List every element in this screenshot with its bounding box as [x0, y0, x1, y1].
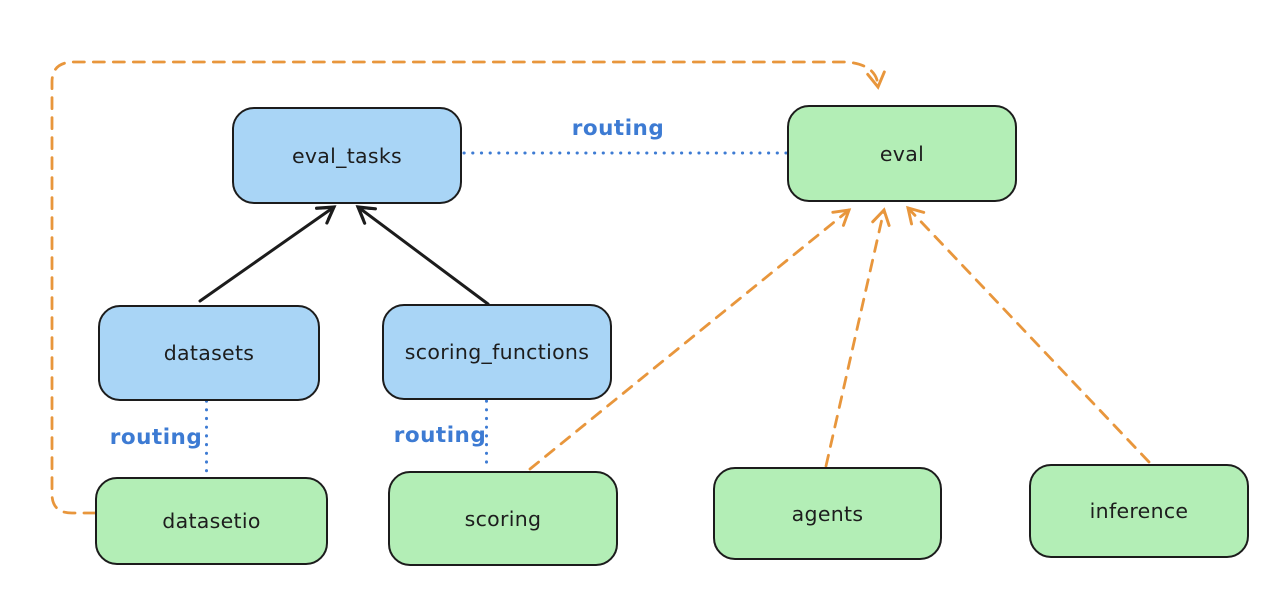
- node-agents: agents: [713, 467, 942, 560]
- node-inference: inference: [1029, 464, 1249, 558]
- node-eval-tasks-label: eval_tasks: [291, 143, 403, 168]
- routing-label-top: routing: [571, 116, 665, 141]
- node-inference-label: inference: [1089, 499, 1189, 523]
- node-datasets-label: datasets: [163, 341, 255, 365]
- node-eval: eval: [787, 105, 1017, 202]
- routing-label-scoring: routing: [393, 423, 487, 448]
- arrow-agents-to-eval: [824, 207, 891, 468]
- arrow-datasets-to-eval-tasks: [198, 205, 337, 303]
- node-scoring-functions: scoring_functions: [382, 304, 612, 400]
- node-scoring-functions-label: scoring_functions: [404, 340, 590, 364]
- node-scoring: scoring: [388, 471, 618, 566]
- arrow-scoring-functions-to-eval-tasks: [355, 205, 490, 306]
- node-agents-label: agents: [791, 501, 864, 526]
- node-scoring-label: scoring: [464, 506, 542, 531]
- node-datasetio: datasetio: [95, 477, 328, 565]
- node-datasets: datasets: [98, 305, 320, 401]
- routing-label-datasets: routing: [109, 425, 203, 450]
- node-eval-tasks: eval_tasks: [232, 107, 462, 204]
- arrow-inference-to-eval: [906, 205, 1151, 464]
- node-datasetio-label: datasetio: [162, 509, 261, 533]
- node-eval-label: eval: [879, 141, 925, 166]
